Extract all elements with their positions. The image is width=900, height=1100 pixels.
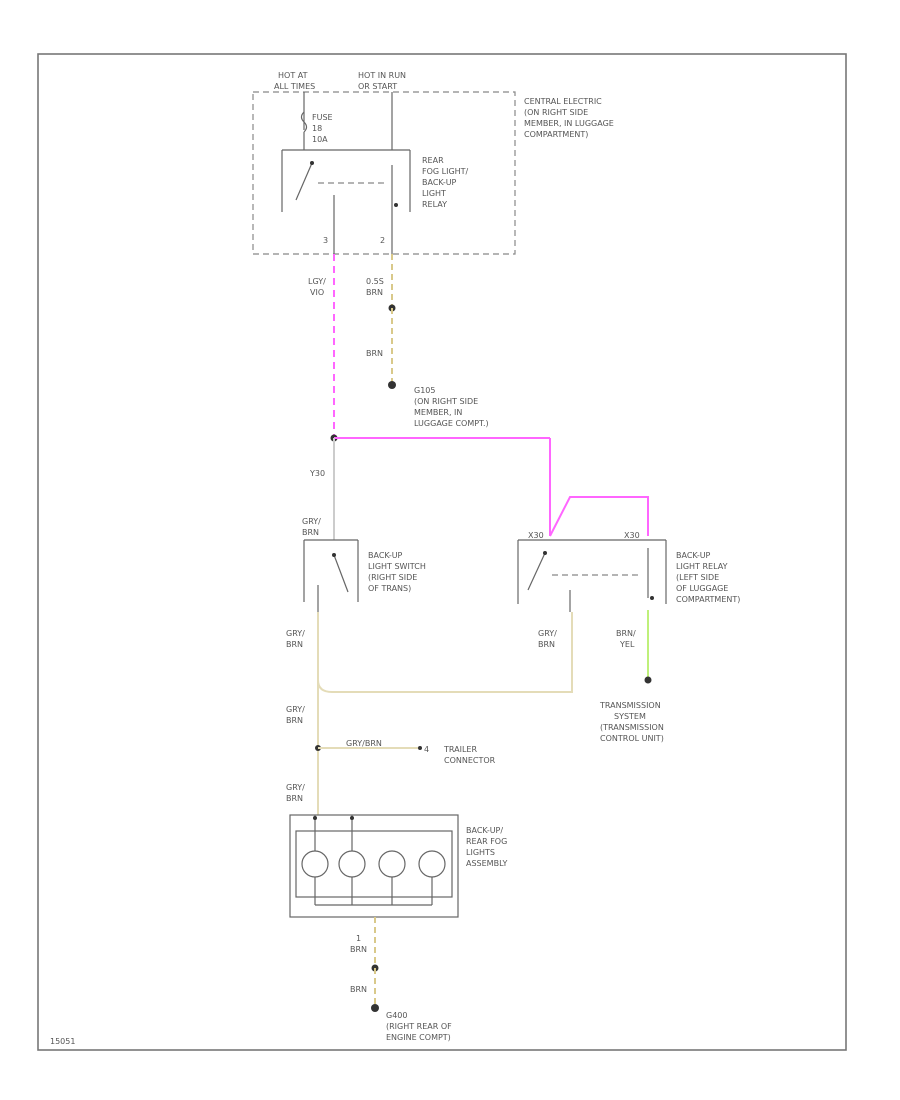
backup-switch-label-3: (RIGHT SIDE (368, 573, 417, 582)
backup-relay-label-4: OF LUGGAGE (676, 584, 728, 593)
central-electric-box (252, 91, 516, 255)
transmission-label-2: SYSTEM (614, 712, 646, 721)
fuse-label-2: 18 (312, 124, 322, 133)
switch-wire-label-2: BRN (302, 528, 319, 537)
lamp-4 (418, 850, 446, 878)
ground-bottom-label-2: (RIGHT REAR OF (386, 1022, 452, 1031)
switch-blade (333, 554, 349, 593)
relay2-switch-blade (527, 552, 546, 591)
hot-at-all-times-label-1: HOT AT (278, 71, 308, 80)
transmission-label-4: CONTROL UNIT) (600, 734, 664, 743)
central-electric-label-4: COMPARTMENT) (524, 130, 588, 139)
down2-label-1: GRY/ (286, 783, 305, 792)
relay-contact-top (310, 161, 314, 165)
relay-out-label-2: BRN (538, 640, 555, 649)
down2-label-2: BRN (286, 794, 303, 803)
ground-g400-dot (371, 1004, 379, 1012)
footer-code: 15051 (50, 1037, 75, 1046)
hot-in-run-label-2: OR START (358, 82, 397, 91)
relay2-pin-left: X30 (528, 531, 544, 540)
lamp-label-3: LIGHTS (466, 848, 495, 857)
relay-pin-left: 3 (323, 236, 328, 245)
down1-label-2: BRN (286, 716, 303, 725)
relay-out-label-1: GRY/ (538, 629, 557, 638)
switch-wire-label-1: GRY/ (302, 517, 321, 526)
lamp-2 (338, 850, 366, 878)
lamp-pin-2 (350, 816, 354, 820)
relay-green-label-1: BRN/ (616, 629, 636, 638)
ground-bottom-label-1: G400 (386, 1011, 407, 1020)
hot-in-run-label-1: HOT IN RUN (358, 71, 406, 80)
splice-label: Y30 (309, 469, 325, 478)
trailer-pin-dot (418, 746, 422, 750)
trailer-wire-label: GRY/BRN (346, 739, 382, 748)
relay2-contact (543, 551, 547, 555)
bottom-wire-label-1: 1 (356, 934, 361, 943)
bottom-wire-label-2: BRN (350, 945, 367, 954)
fuse-label-3: 10A (312, 135, 328, 144)
transmission-label-3: (TRANSMISSION (600, 723, 664, 732)
ground-top-label-2: (ON RIGHT SIDE (414, 397, 478, 406)
switch-out-label-1: GRY/ (286, 629, 305, 638)
fuse-symbol (300, 111, 308, 133)
wire-label-brn-1: BRN (366, 288, 383, 297)
wire-label-brn-2: BRN (366, 349, 383, 358)
central-electric-label-1: CENTRAL ELECTRIC (524, 97, 602, 106)
bottom-wire-label-3: BRN (350, 985, 367, 994)
trailer-pin-label: 4 (424, 745, 429, 754)
lamp-label-2: REAR FOG (466, 837, 507, 846)
relay-green-label-2: YEL (619, 640, 635, 649)
backup-relay-label-1: BACK-UP (676, 551, 711, 560)
relay-label-3: BACK-UP (422, 178, 457, 187)
relay2-coil-contact (650, 596, 654, 600)
lamp-1 (301, 850, 329, 878)
relay-coil-contact (394, 203, 398, 207)
trailer-label-2: CONNECTOR (444, 756, 496, 765)
diagram-border (37, 53, 847, 1051)
relay-pin-right: 2 (380, 236, 385, 245)
wire-pink-relay-loop (549, 496, 649, 537)
transmission-label-1: TRANSMISSION (599, 701, 661, 710)
hot-at-all-times-label-2: ALL TIMES (274, 82, 315, 91)
switch-contact (332, 553, 336, 557)
ground-bottom-label-3: ENGINE COMPT) (386, 1033, 451, 1042)
ground-top-label-4: LUGGAGE COMPT.) (414, 419, 489, 428)
central-electric-label-3: MEMBER, IN LUGGAGE (524, 119, 614, 128)
relay-switch-blade (295, 162, 313, 201)
backup-switch-label-1: BACK-UP (368, 551, 403, 560)
ground-top-label-1: G105 (414, 386, 435, 395)
central-electric-label-2: (ON RIGHT SIDE (524, 108, 588, 117)
backup-relay-label-2: LIGHT RELAY (676, 562, 728, 571)
relay2-pin-right: X30 (624, 531, 640, 540)
relay-label-2: FOG LIGHT/ (422, 167, 469, 176)
wire-label-05s: 0.5S (366, 277, 384, 286)
relay-label-5: RELAY (422, 200, 447, 209)
ground-g105-dot (388, 381, 396, 389)
backup-switch-label-4: OF TRANS) (368, 584, 411, 593)
transmission-connector-dot (644, 676, 652, 684)
backup-relay-label-5: COMPARTMENT) (676, 595, 740, 604)
lamp-label-4: ASSEMBLY (466, 859, 507, 868)
lamp-inner-box (295, 830, 453, 898)
trailer-label-1: TRAILER (443, 745, 477, 754)
wire-label-lgy: LGY/ (308, 277, 326, 286)
switch-out-label-2: BRN (286, 640, 303, 649)
wire-label-vio: VIO (310, 288, 324, 297)
relay-label-1: REAR (422, 156, 444, 165)
down1-label-1: GRY/ (286, 705, 305, 714)
relay-label-4: LIGHT (422, 189, 446, 198)
backup-relay-label-3: (LEFT SIDE (676, 573, 719, 582)
backup-switch-label-2: LIGHT SWITCH (368, 562, 426, 571)
wire-gry-brn-join (317, 612, 573, 693)
ground-top-label-3: MEMBER, IN (414, 408, 462, 417)
lamp-label-1: BACK-UP/ (466, 826, 503, 835)
lamp-3 (378, 850, 406, 878)
lamp-pin-1 (313, 816, 317, 820)
fuse-label-1: FUSE (312, 113, 333, 122)
